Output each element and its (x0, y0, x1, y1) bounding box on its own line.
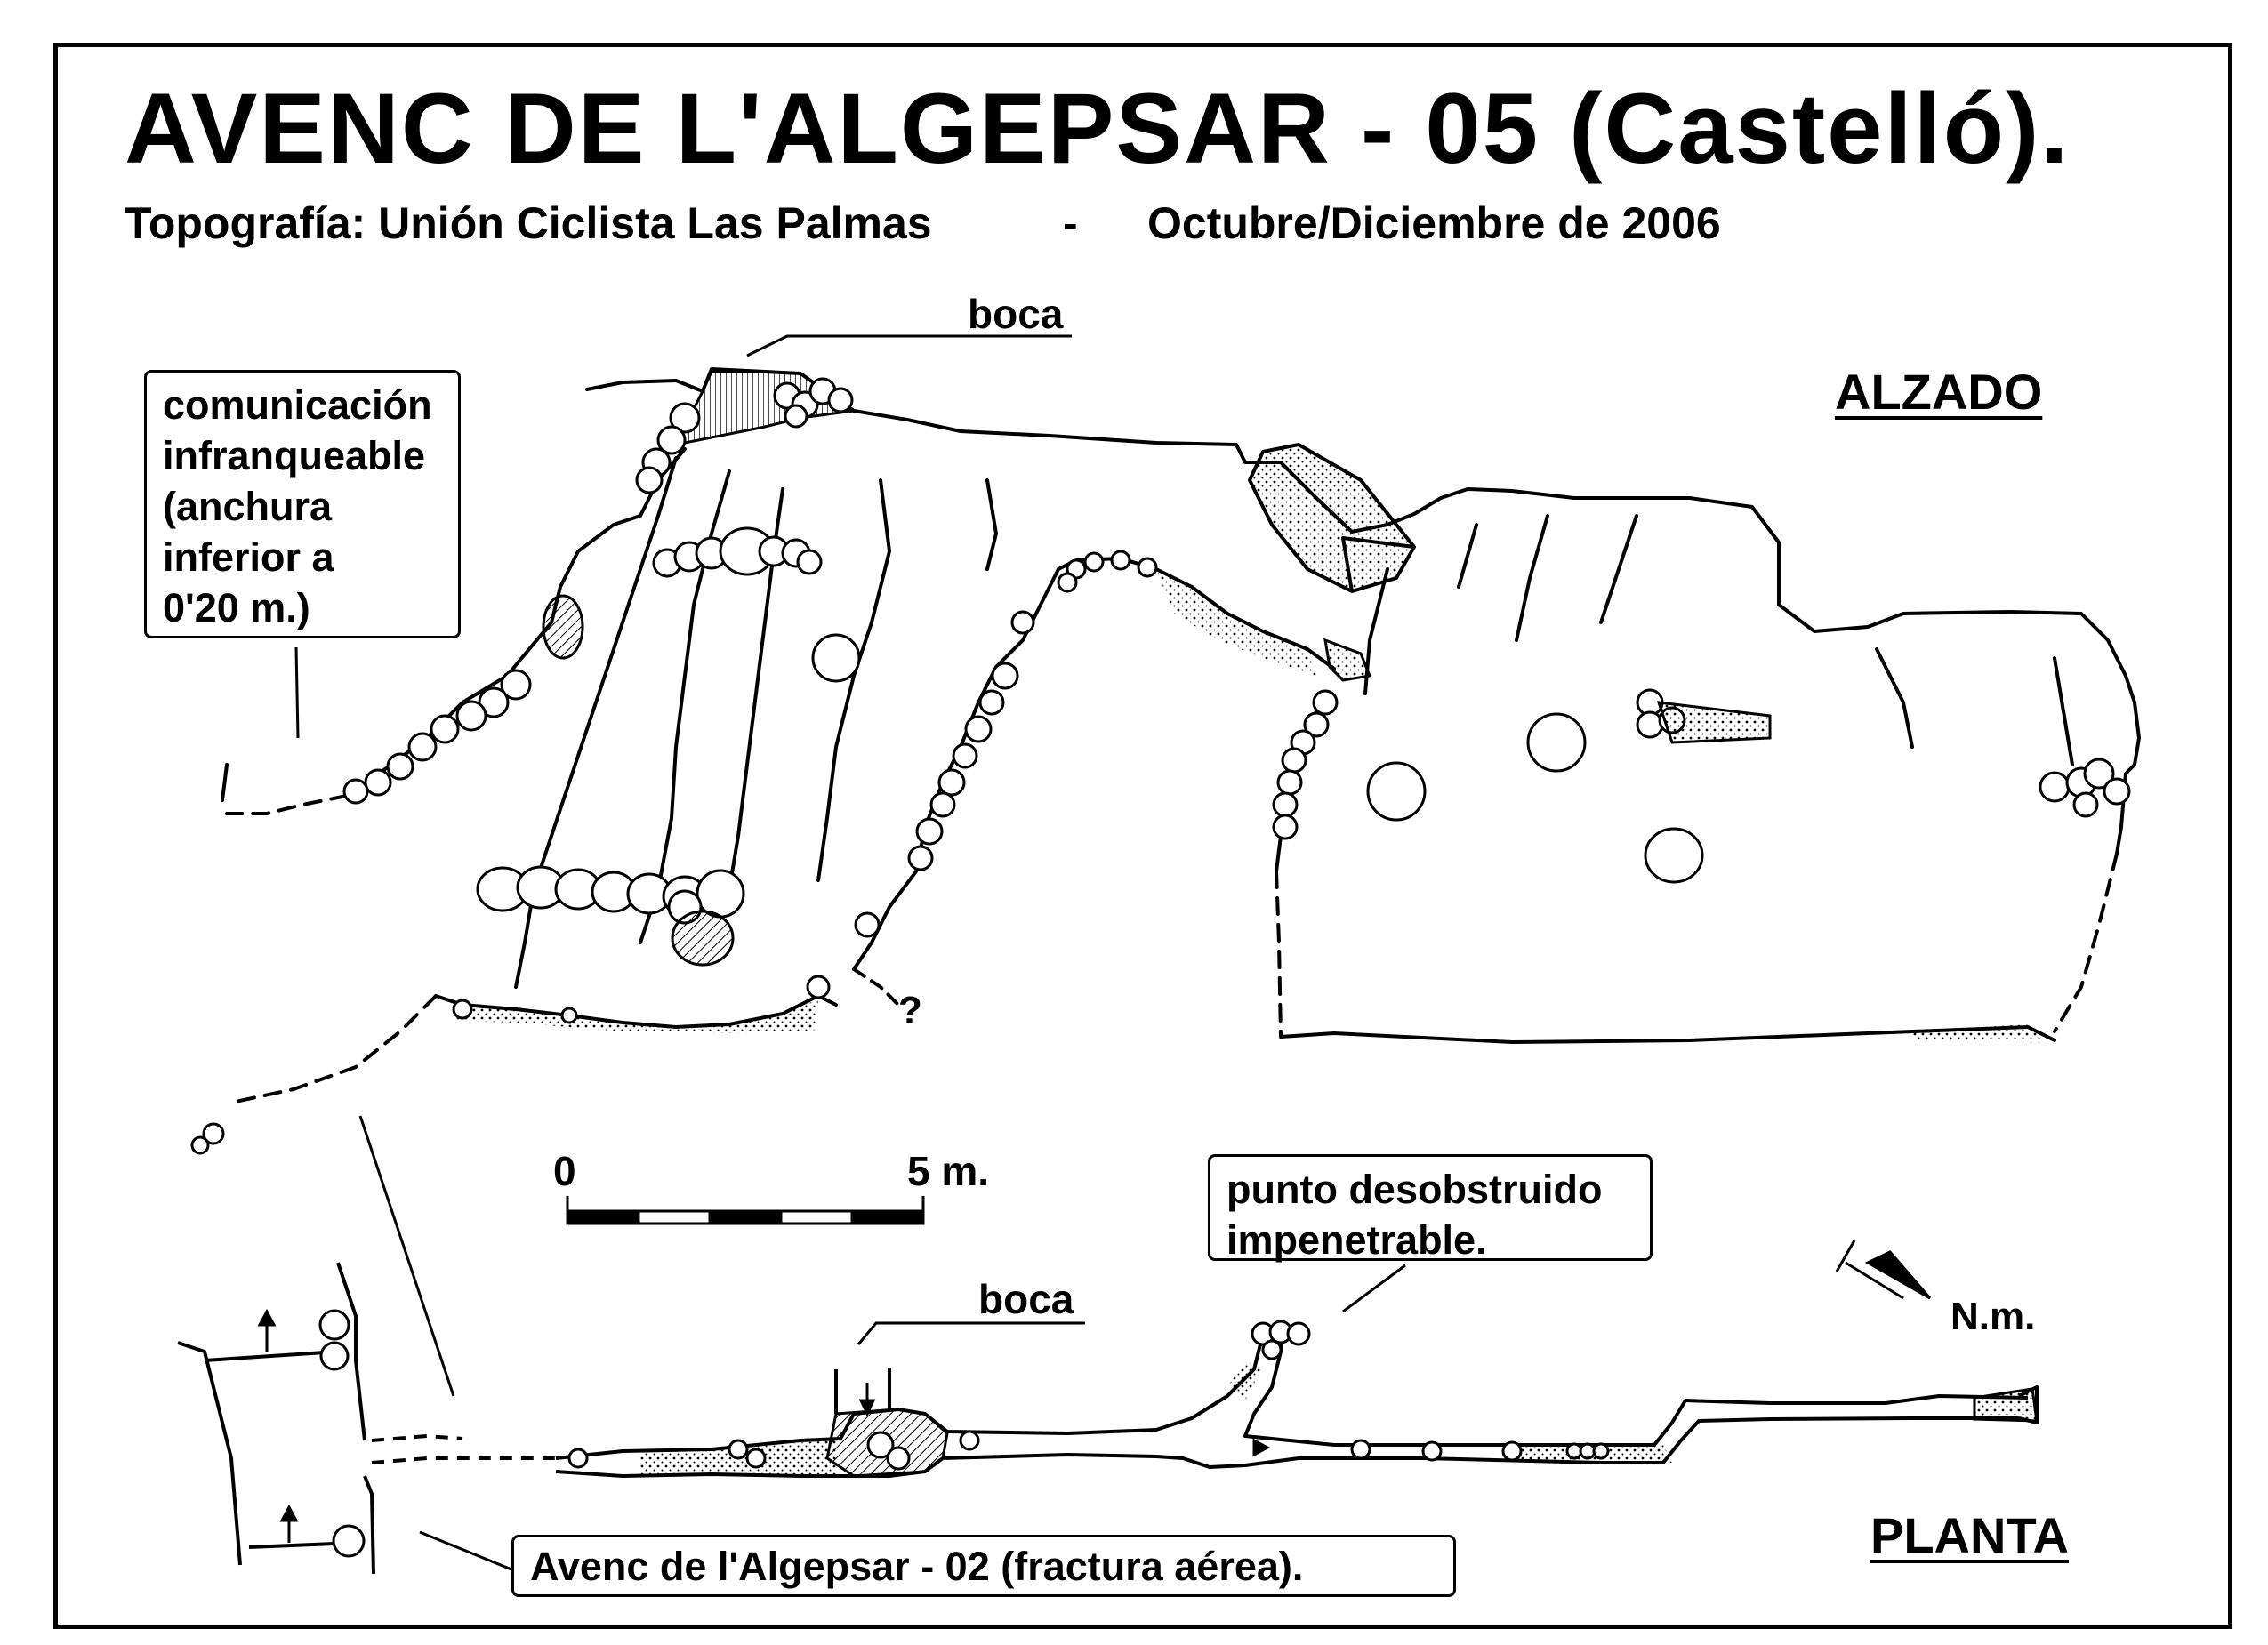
unknown-continuation-label: ? (898, 989, 922, 1032)
note-line: 0'20 m.) (163, 585, 310, 630)
elevation-profile (221, 367, 2141, 1104)
narrow-passage-note: comunicación infranqueable (anchura infe… (144, 370, 461, 638)
survey-date: Octubre/Diciembre de 2006 (1147, 198, 1721, 248)
large-boulder (1248, 443, 1416, 593)
north-label: N.m. (1950, 1295, 2036, 1338)
elevation-title: ALZADO (1835, 364, 2043, 420)
note-line: Avenc de l'Algepsar - 02 (fractura aérea… (530, 1544, 1304, 1589)
scale-start-label: 0 (553, 1148, 576, 1194)
elevation-boulders (190, 377, 2131, 1155)
credit-separator: - (1063, 198, 1078, 248)
map-frame (53, 43, 2232, 1629)
elevation-entrance-label: boca (968, 291, 1064, 337)
plan-view (177, 1262, 2039, 1575)
adjacent-cave-note: Avenc de l'Algepsar - 02 (fractura aérea… (511, 1535, 1456, 1597)
note-line: impenetrable. (1226, 1217, 1487, 1263)
note-line: (anchura (163, 484, 333, 529)
impenetrable-point-note: punto desobstruido impenetrable. (1208, 1154, 1653, 1263)
note-line: infranqueable (163, 433, 426, 478)
scale-bar-graphic (566, 1196, 925, 1225)
survey-credit: Topografía: Unión Ciclista Las Palmas (125, 198, 932, 248)
plan-entrance-label: boca (978, 1276, 1074, 1322)
plan-title: PLANTA (1870, 1507, 2069, 1563)
plan-arrows (257, 1308, 1271, 1543)
map-title: AVENC DE L'ALGEPSAR - 05 (Castelló). (125, 73, 2071, 184)
leader-lines (294, 334, 1406, 1571)
note-line: punto desobstruido (1226, 1167, 1603, 1212)
note-line: comunicación (163, 382, 432, 428)
note-line: inferior a (163, 534, 334, 580)
scale-end-label: 5 m. (907, 1148, 990, 1194)
plan-boulders (318, 1309, 1610, 1558)
north-arrow-icon (1835, 1240, 1932, 1300)
